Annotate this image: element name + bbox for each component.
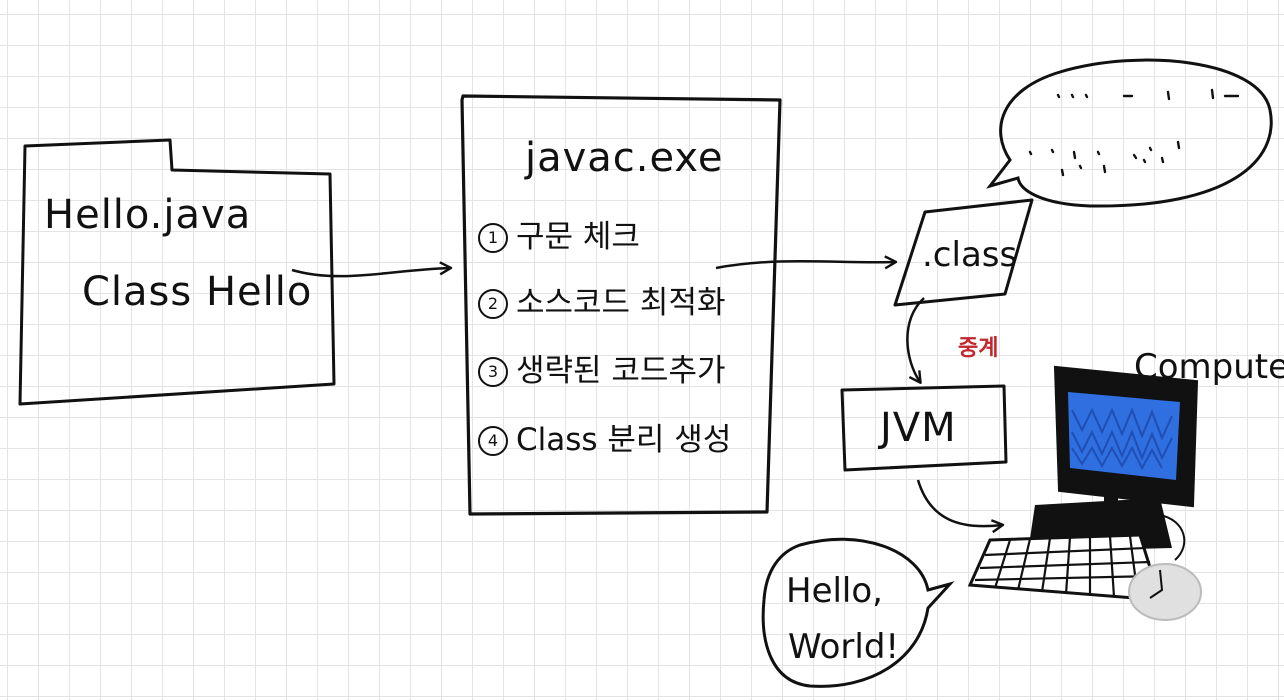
- class-file-label: .class: [922, 235, 1018, 275]
- compiler-box: [460, 94, 782, 516]
- step-text: 구문 체크: [516, 219, 640, 255]
- step-text: 소스코드 최적화: [516, 285, 726, 321]
- compiler-step-1: 1 구문 체크: [478, 222, 640, 253]
- jvm-box: [840, 384, 1008, 472]
- computer-label: Computer: [1134, 347, 1284, 387]
- compiler-title: javac.exe: [525, 135, 724, 181]
- compiler-step-3: 3 생략된 코드추가: [478, 356, 726, 387]
- jvm-relay-note: 중계: [958, 336, 999, 361]
- binary-dots: [1028, 88, 1240, 177]
- step-text: Class 분리 생성: [516, 422, 732, 458]
- arrow-jvm-to-computer: [916, 479, 1002, 526]
- step-number: 3: [478, 356, 508, 387]
- jvm-label: JVM: [880, 405, 957, 451]
- step-number: 4: [478, 425, 508, 456]
- computer-illustration: [967, 365, 1202, 621]
- arrow-class-to-jvm: [906, 297, 925, 382]
- source-file-content: Class Hello: [82, 269, 313, 315]
- output-line-2: World!: [788, 627, 900, 667]
- output-speech-bubble: [761, 537, 955, 688]
- binary-speech-bubble: [986, 58, 1273, 208]
- arrow-source-to-compiler: [291, 268, 450, 278]
- output-line-1: Hello,: [786, 571, 883, 611]
- compiler-step-4: 4 Class 분리 생성: [478, 425, 731, 456]
- step-text: 생략된 코드추가: [516, 353, 726, 389]
- source-file-name: Hello.java: [44, 192, 252, 238]
- arrow-compiler-to-class: [715, 261, 895, 268]
- class-file-box: [893, 198, 1034, 307]
- source-file-box: [18, 138, 336, 406]
- compiler-step-2: 2 소스코드 최적화: [478, 288, 726, 319]
- step-number: 2: [478, 288, 508, 319]
- step-number: 1: [478, 222, 508, 253]
